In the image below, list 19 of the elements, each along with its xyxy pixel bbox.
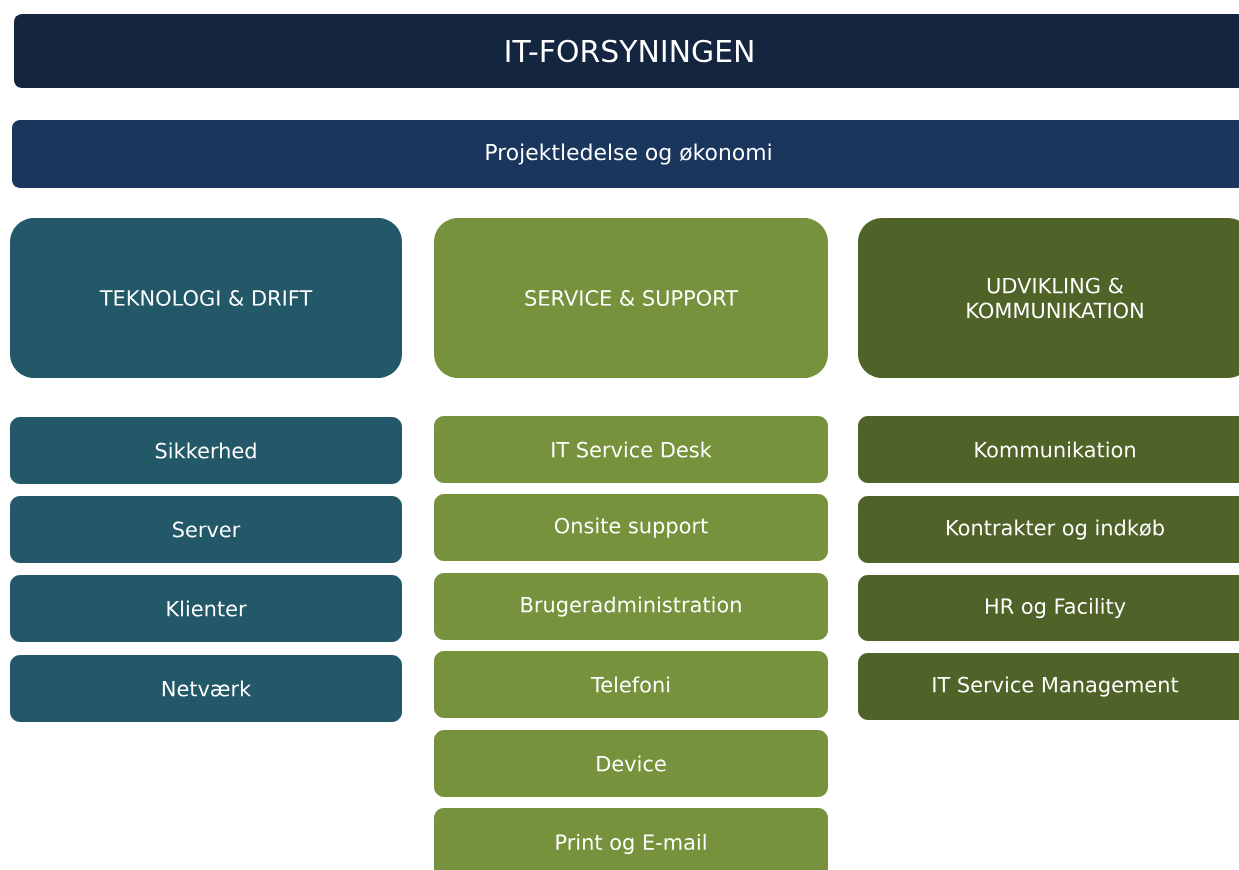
team-box: Kommunikation: [858, 416, 1239, 483]
team-box: Server: [10, 496, 402, 563]
team-box: IT Service Management: [858, 653, 1239, 720]
title-banner: IT-FORSYNINGEN: [14, 14, 1239, 88]
team-box: Netværk: [10, 655, 402, 722]
team-box: Onsite support: [434, 494, 828, 561]
team-box: Print og E-mail: [434, 808, 828, 870]
team-box: IT Service Desk: [434, 416, 828, 483]
department-box: TEKNOLOGI & DRIFT: [10, 218, 402, 378]
team-box: Telefoni: [434, 651, 828, 718]
team-box: Device: [434, 730, 828, 797]
section-band: Projektledelse og økonomi: [12, 120, 1239, 188]
team-box: Brugeradministration: [434, 573, 828, 640]
department-box: UDVIKLING & KOMMUNIKATION: [858, 218, 1239, 378]
team-box: Klienter: [10, 575, 402, 642]
team-box: Kontrakter og indkøb: [858, 496, 1239, 563]
department-box: SERVICE & SUPPORT: [434, 218, 828, 378]
team-box: Sikkerhed: [10, 417, 402, 484]
team-box: HR og Facility: [858, 575, 1239, 641]
